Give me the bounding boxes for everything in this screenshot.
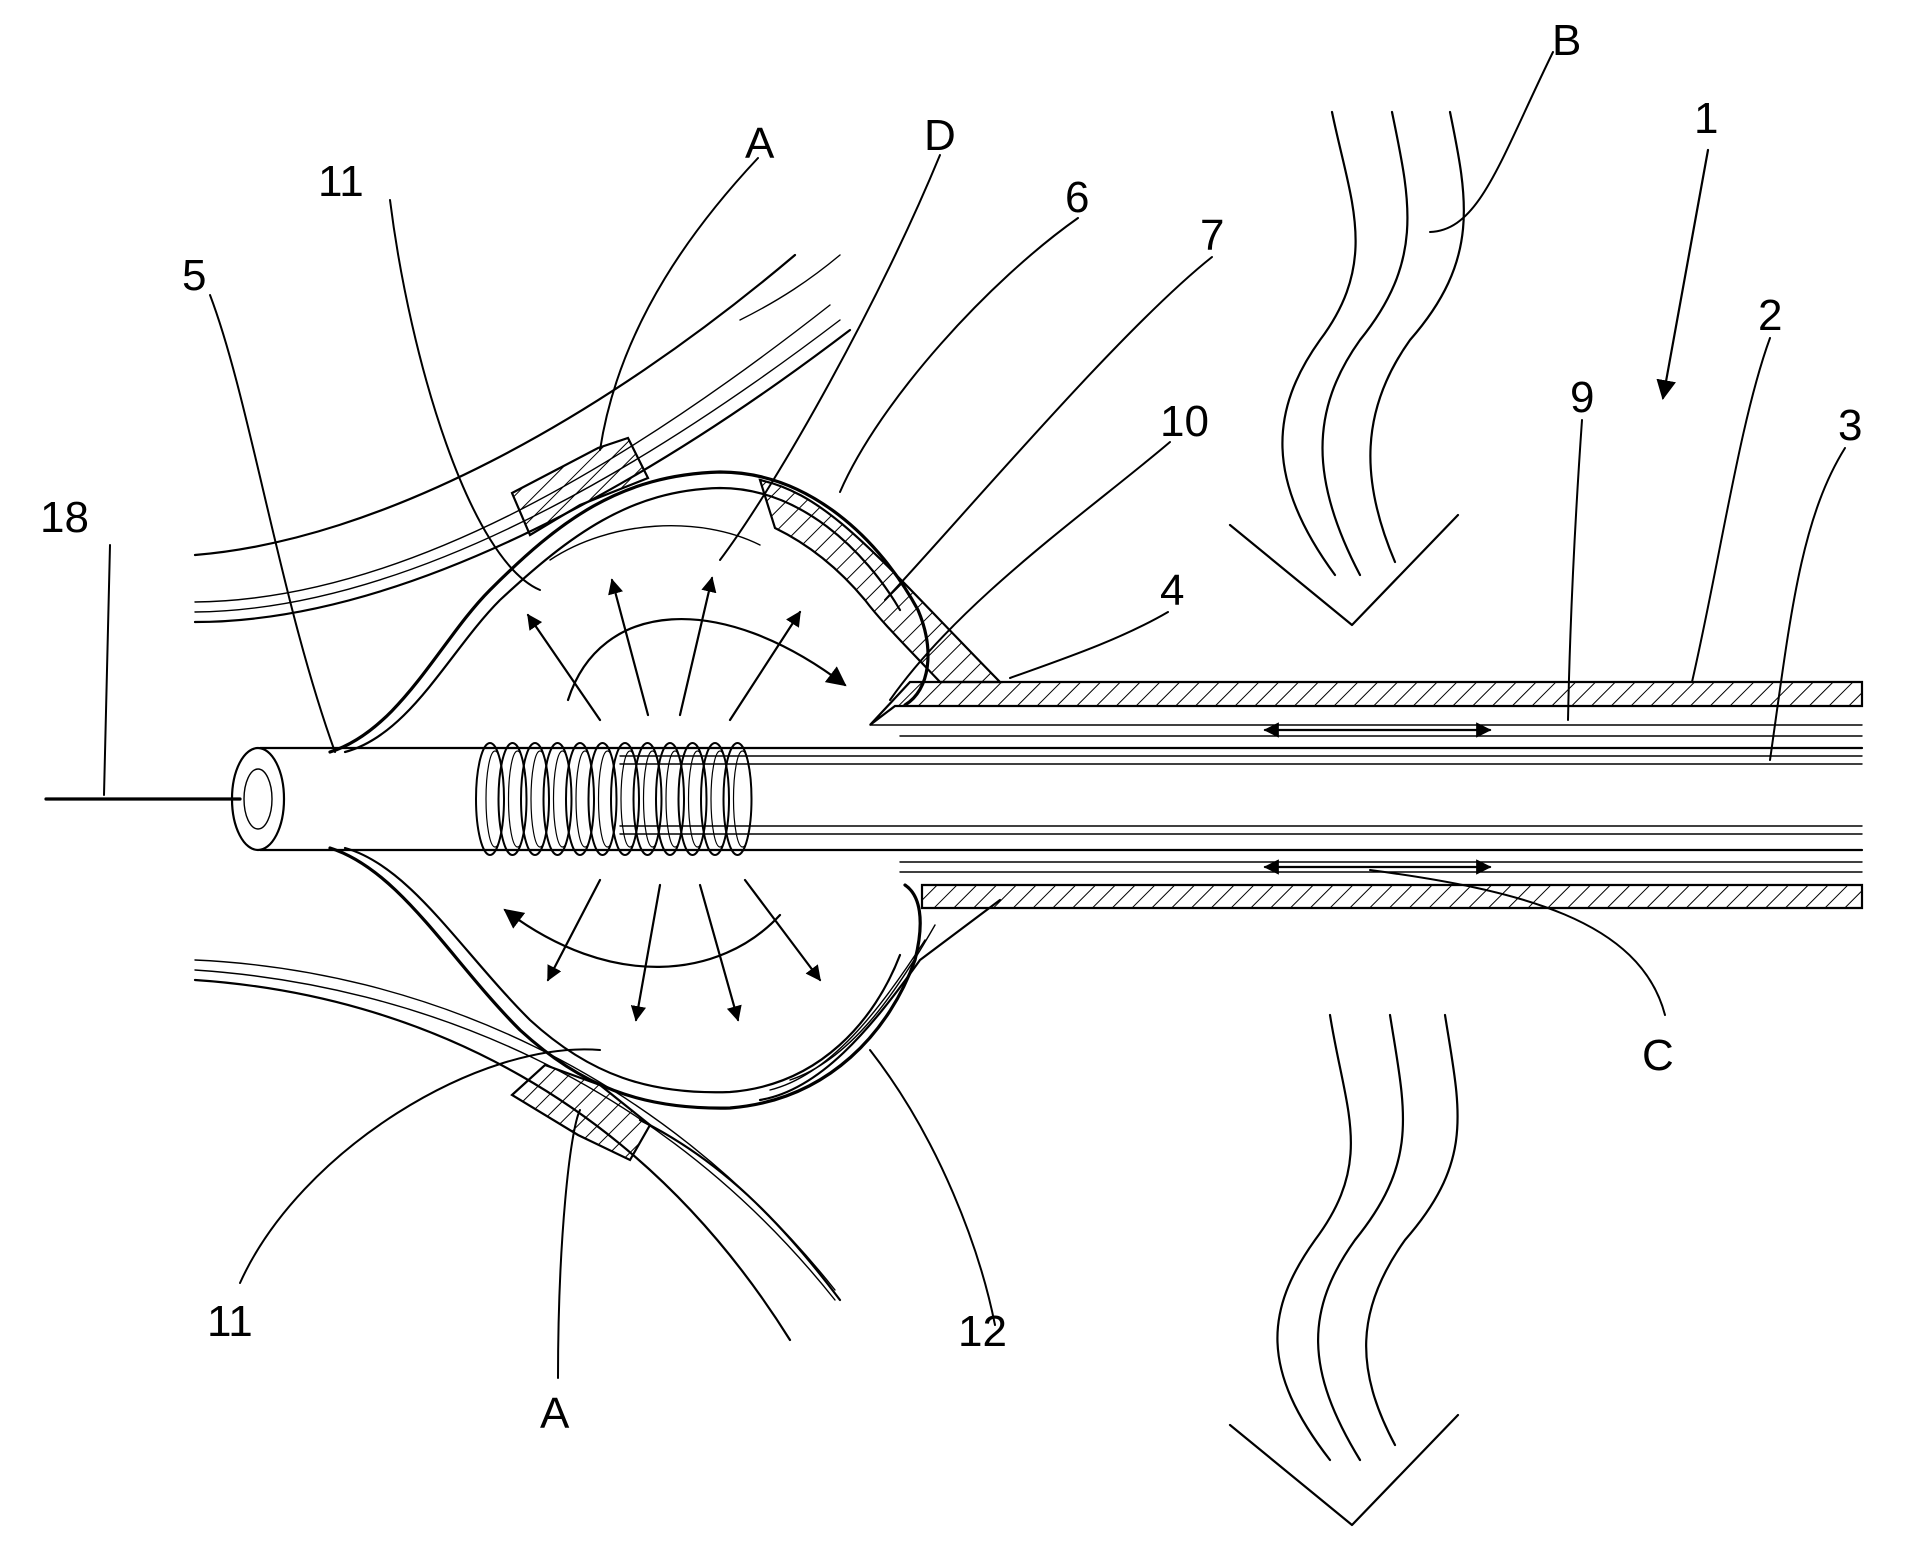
label-12: 12 bbox=[958, 1307, 1007, 1356]
reference-labels: 1 2 3 4 5 6 7 9 10 11 11 12 18 A A B C D bbox=[40, 16, 1862, 1438]
sleeve-12 bbox=[760, 900, 1000, 1100]
label-10: 10 bbox=[1160, 397, 1209, 446]
lumen-flow-arrows bbox=[1265, 730, 1490, 867]
coil-turn-inner bbox=[734, 751, 752, 847]
label-1: 1 bbox=[1694, 94, 1718, 143]
pointer-arrow-1 bbox=[1663, 150, 1708, 398]
leader-lines bbox=[104, 52, 1845, 1378]
label-A-bottom: A bbox=[540, 1389, 570, 1438]
hatched-tissue-top bbox=[512, 438, 648, 535]
label-4: 4 bbox=[1160, 566, 1184, 615]
flow-arrow-top bbox=[1230, 112, 1464, 625]
label-11-bottom: 11 bbox=[207, 1297, 253, 1346]
vessel-wall-upper bbox=[195, 255, 850, 622]
vessel-wall-lower bbox=[195, 960, 840, 1340]
label-11-top: 11 bbox=[318, 157, 364, 206]
outer-tube bbox=[870, 682, 1862, 908]
label-B: B bbox=[1552, 16, 1581, 65]
label-18: 18 bbox=[40, 493, 89, 542]
label-2: 2 bbox=[1758, 291, 1782, 340]
label-D: D bbox=[924, 111, 956, 160]
label-C: C bbox=[1642, 1031, 1674, 1080]
label-A-top: A bbox=[745, 119, 775, 168]
label-6: 6 bbox=[1065, 173, 1089, 222]
radiating-arrows bbox=[505, 578, 845, 1020]
label-3: 3 bbox=[1838, 401, 1862, 450]
label-7: 7 bbox=[1200, 211, 1224, 260]
flow-arrow-bottom bbox=[1230, 1015, 1458, 1525]
label-5: 5 bbox=[182, 251, 206, 300]
label-9: 9 bbox=[1570, 373, 1594, 422]
coil bbox=[476, 743, 752, 855]
